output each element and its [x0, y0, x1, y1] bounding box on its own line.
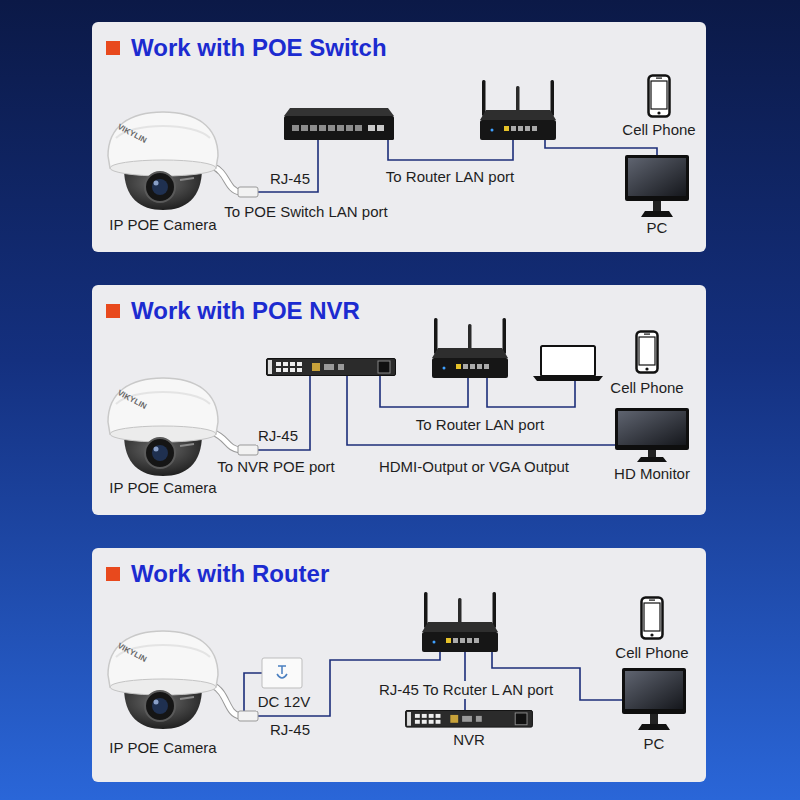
wire-label: To NVR POE port: [215, 458, 337, 476]
laptop-icon: [533, 376, 603, 381]
network-wires: [545, 140, 657, 155]
power-adapter: [277, 666, 287, 678]
panel-band: Work with POE Switch IP POE Camera Cell Ph…: [92, 22, 706, 252]
wire-label: To Router LAN port: [414, 416, 546, 434]
wire-label: HDMI-Output or VGA Output: [377, 458, 571, 476]
device-caption: IP POE Camera: [109, 479, 216, 497]
device-caption: IP POE Camera: [109, 216, 216, 234]
panel-grounds: [92, 285, 706, 515]
device-node: NVR: [404, 710, 534, 749]
device-caption: IP POE Camera: [109, 739, 216, 757]
nvr-box: [267, 359, 396, 376]
device-node: Cell Phone: [620, 74, 698, 139]
dome-camera: [108, 631, 218, 729]
camera-cable: [212, 685, 240, 716]
camera-cable: [212, 166, 240, 192]
wire-label: To Router LAN port: [384, 168, 516, 186]
device-node: Cell Phone: [608, 330, 686, 397]
panel-heading: Work with Router: [131, 560, 329, 588]
device-caption: Cell Phone: [615, 644, 688, 662]
wire-label: RJ-45: [256, 427, 300, 445]
laptop-icon: [533, 346, 603, 381]
panel-grounds: [92, 548, 706, 782]
brand-logo: VIKYLIN: [116, 641, 149, 665]
camera-cable: [212, 166, 240, 192]
network-wires: [388, 140, 513, 160]
camera-cable: [212, 685, 240, 716]
device-node: PC: [624, 155, 690, 237]
camera-cable: [212, 166, 258, 721]
hd-monitor: [615, 408, 689, 462]
phone-icon: [642, 598, 663, 639]
device-caption: NVR: [453, 731, 485, 749]
phone-icon: [649, 76, 670, 117]
pc-monitor: [622, 668, 686, 730]
panel-grounds: [92, 22, 706, 782]
network-wires: [380, 376, 468, 407]
panel-heading: Work with POE NVR: [131, 297, 360, 325]
camera-cable: [238, 711, 258, 721]
network-wires: [244, 140, 657, 716]
device-caption: PC: [644, 735, 665, 753]
brand-logo: VIKYLIN: [116, 388, 149, 412]
wire-label: To POE Switch LAN port: [222, 203, 389, 221]
network-wires: [487, 378, 575, 407]
device-caption: PC: [647, 219, 668, 237]
device-node: Cell Phone: [613, 596, 691, 662]
poe-switch: [284, 108, 394, 140]
wire-label: DC 12V: [256, 693, 313, 711]
pc-monitor: [625, 155, 689, 217]
device-caption: Cell Phone: [622, 121, 695, 139]
device-node: PC: [621, 668, 687, 753]
brand-logo: VIKYLIN: [116, 122, 149, 146]
router-icon: [422, 592, 498, 652]
phone-icon: [637, 332, 658, 373]
device-node: HD Monitor: [612, 408, 692, 483]
router-icon: [480, 80, 556, 140]
panel-grounds: [92, 22, 706, 252]
power-adapter: [262, 658, 302, 688]
wire-label: RJ-45: [268, 721, 312, 739]
device-caption: Cell Phone: [610, 379, 683, 397]
camera-cable: [238, 445, 258, 455]
dome-camera: [108, 378, 218, 476]
router-icon: [432, 318, 508, 378]
panel-heading: Work with POE Switch: [131, 34, 387, 62]
laptop-icon: [541, 346, 595, 376]
power-adapter: [262, 658, 302, 688]
panel-band: Work with POE NVR IP POE Camera Cell Phone…: [92, 285, 706, 515]
camera-cable: [238, 187, 258, 197]
devices: [108, 76, 689, 731]
wire-label: RJ-45: [268, 170, 312, 188]
nvr-box: [406, 710, 533, 727]
panel-band: Work with Router IP POE Camera Cell PhoneN…: [92, 548, 706, 782]
network-wires: [347, 376, 615, 445]
device-caption: HD Monitor: [614, 465, 690, 483]
dome-camera: [108, 112, 218, 210]
wire-label: RJ-45 To Rcuter L AN port: [377, 681, 555, 699]
network-wires: [258, 140, 318, 192]
